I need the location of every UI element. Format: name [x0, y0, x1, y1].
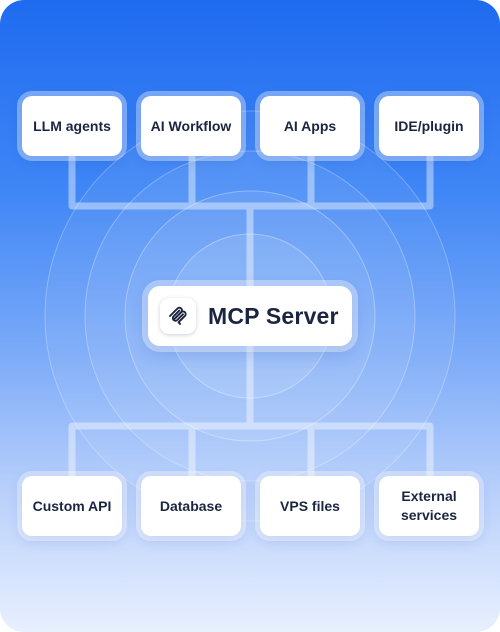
- resource-node-database: Database: [141, 476, 241, 536]
- client-node-llm-agents: LLM agents: [22, 96, 122, 156]
- resource-label: External services: [400, 488, 458, 523]
- resource-label: Database: [159, 497, 223, 514]
- bottom-connector: [68, 342, 434, 480]
- client-node-ide-plugin: IDE/plugin: [379, 96, 479, 156]
- resource-label: VPS files: [280, 497, 340, 514]
- resource-node-custom-api: Custom API: [22, 476, 122, 536]
- client-node-ai-workflow: AI Workflow: [141, 96, 241, 156]
- client-label: LLM agents: [33, 117, 111, 134]
- resource-node-vps-files: VPS files: [260, 476, 360, 536]
- client-label: IDE/plugin: [394, 117, 464, 134]
- top-connector: [68, 152, 434, 290]
- client-label: AI Workflow: [150, 117, 232, 134]
- resource-node-external-services: External services: [379, 476, 479, 536]
- client-node-ai-apps: AI Apps: [260, 96, 360, 156]
- client-label: AI Apps: [283, 117, 337, 134]
- resource-label: Custom API: [32, 497, 112, 514]
- mcp-server-label: MCP Server: [208, 303, 339, 329]
- mcp-logo-icon: [160, 298, 196, 334]
- mcp-server-node: MCP Server: [148, 286, 352, 346]
